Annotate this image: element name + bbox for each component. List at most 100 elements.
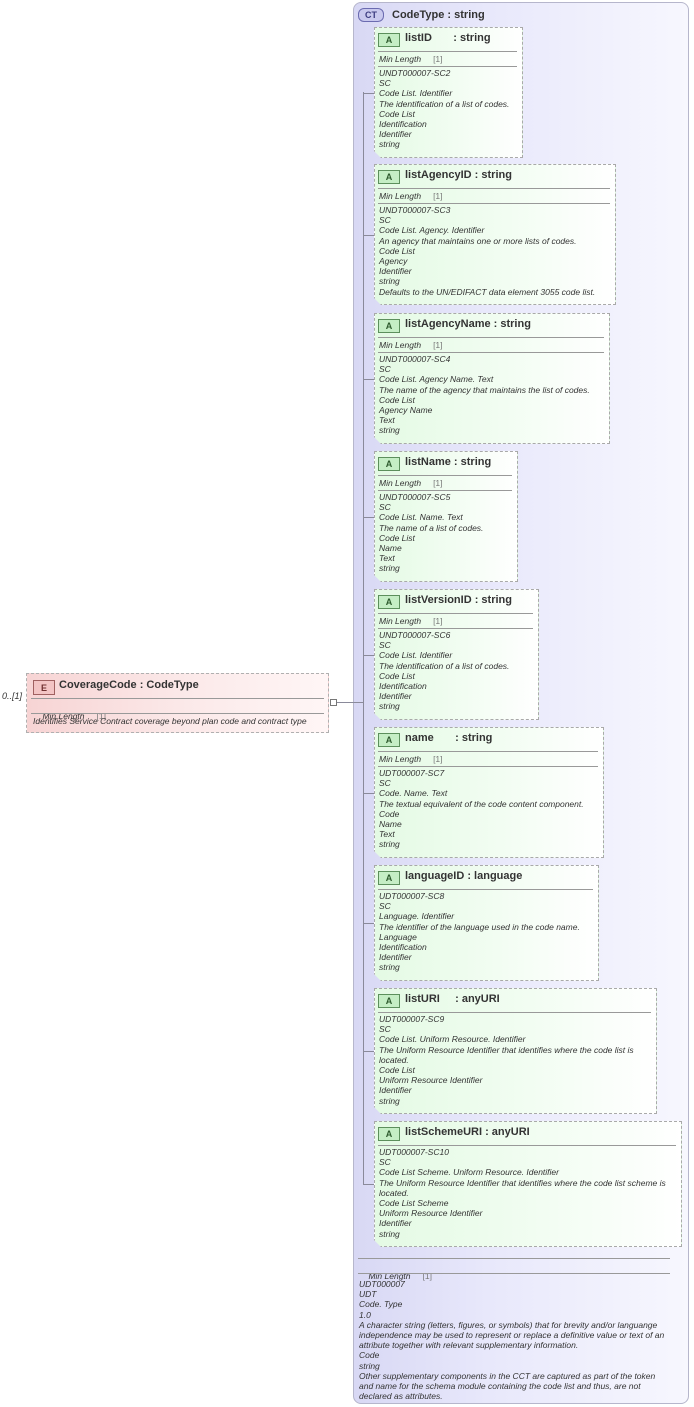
doc-line: Code List xyxy=(379,1065,415,1076)
doc-line: The identifier of the language used in t… xyxy=(379,921,580,932)
attribute-connector xyxy=(363,235,374,236)
attribute-title: languageID : language xyxy=(405,870,523,882)
attribute-icon: A xyxy=(378,733,400,747)
divider xyxy=(31,698,324,699)
attribute-connector xyxy=(363,923,374,924)
divider xyxy=(378,475,512,476)
doc-line: Text xyxy=(379,415,395,426)
doc-line: Identifier xyxy=(379,1218,412,1229)
doc-line: UNDT000007-SC4 xyxy=(379,354,451,364)
doc-line: UDT000007-SC10 xyxy=(379,1147,449,1157)
divider xyxy=(378,337,604,338)
complex-type-icon: CT xyxy=(358,8,384,22)
attribute-icon: A xyxy=(378,1127,400,1141)
facet-label: Min Length xyxy=(379,616,422,626)
attribute-title: listSchemeURI : anyURI xyxy=(405,1126,530,1138)
divider xyxy=(378,188,610,189)
doc-line: Code List xyxy=(379,108,415,119)
attribute-title: name : string xyxy=(405,732,493,744)
doc-line: Text xyxy=(379,829,395,840)
doc-line: string xyxy=(379,1095,400,1106)
sequence-line xyxy=(363,92,364,1184)
attribute-icon: A xyxy=(378,170,400,184)
doc-line: The Uniform Resource Identifier that ide… xyxy=(379,1177,666,1198)
doc-line: UDT xyxy=(359,1289,377,1300)
doc-line: SC xyxy=(379,901,391,912)
doc-line: string xyxy=(379,839,400,850)
divider xyxy=(378,1145,676,1146)
attribute-icon: A xyxy=(378,457,400,471)
attribute-connector xyxy=(363,379,374,380)
attribute-facet: Min Length[1] xyxy=(379,340,443,350)
doc-line: SC xyxy=(379,78,391,89)
attribute-title: listName : string xyxy=(405,456,492,468)
element-multiplicity: 0..[1] xyxy=(2,691,23,701)
doc-line: Identifier xyxy=(379,266,412,277)
attribute-icon: A xyxy=(378,33,400,47)
attribute-title: listURI : anyURI xyxy=(405,993,500,1005)
attribute-title: listAgencyID : string xyxy=(405,169,512,181)
doc-line: Code List. Identifier xyxy=(379,650,453,661)
attribute-title: listVersionID : string xyxy=(405,594,512,606)
divider xyxy=(378,751,598,752)
element-coverage-code[interactable]: E CoverageCode : CodeType Min Length[1] … xyxy=(26,673,329,733)
doc-line: Code List xyxy=(379,670,415,681)
doc-line: Defaults to the UN/EDIFACT data element … xyxy=(379,286,596,297)
doc-line: UDT000007-SC8 xyxy=(379,891,445,901)
doc-line: string xyxy=(359,1360,380,1371)
doc-line: Code. Type xyxy=(359,1299,403,1310)
attribute-icon: A xyxy=(378,871,400,885)
divider xyxy=(378,628,533,629)
doc-line: The identification of a list of codes. xyxy=(379,660,510,671)
doc-line: UNDT000007-SC5 xyxy=(379,492,451,502)
divider xyxy=(378,66,517,67)
attribute-facet: Min Length[1] xyxy=(379,754,443,764)
facet-label: Min Length xyxy=(379,191,422,201)
doc-line: Code xyxy=(379,808,400,819)
doc-line: SC xyxy=(379,1157,391,1168)
doc-line: UDT000007-SC9 xyxy=(379,1014,445,1024)
doc-line: string xyxy=(379,276,400,287)
attribute-connector xyxy=(363,517,374,518)
code-type-header: CT CodeType : string xyxy=(358,7,485,23)
divider xyxy=(378,613,533,614)
doc-line: Identifier xyxy=(379,691,412,702)
divider xyxy=(358,1273,670,1274)
doc-line: string xyxy=(379,563,400,574)
doc-line: The textual equivalent of the code conte… xyxy=(379,798,584,809)
doc-line: Identification xyxy=(379,942,427,953)
doc-line: Identification xyxy=(379,681,427,692)
element-documentation: Identifies Service Contract coverage bey… xyxy=(33,716,307,726)
attribute-icon: A xyxy=(378,595,400,609)
doc-line: Name xyxy=(379,819,402,830)
code-type-title[interactable]: CodeType : string xyxy=(392,9,485,21)
doc-line: Code List Scheme xyxy=(379,1198,449,1209)
divider xyxy=(378,490,512,491)
facet-label: Min Length xyxy=(379,54,422,64)
expand-connector-icon[interactable] xyxy=(330,699,337,706)
attribute-facet: Min Length[1] xyxy=(379,478,443,488)
attribute-facet: Min Length[1] xyxy=(379,54,443,64)
doc-line: A character string (letters, figures, or… xyxy=(359,1319,665,1351)
doc-line: Code List. Identifier xyxy=(379,88,453,99)
doc-line: Uniform Resource Identifier xyxy=(379,1208,483,1219)
doc-line: string xyxy=(379,425,400,436)
